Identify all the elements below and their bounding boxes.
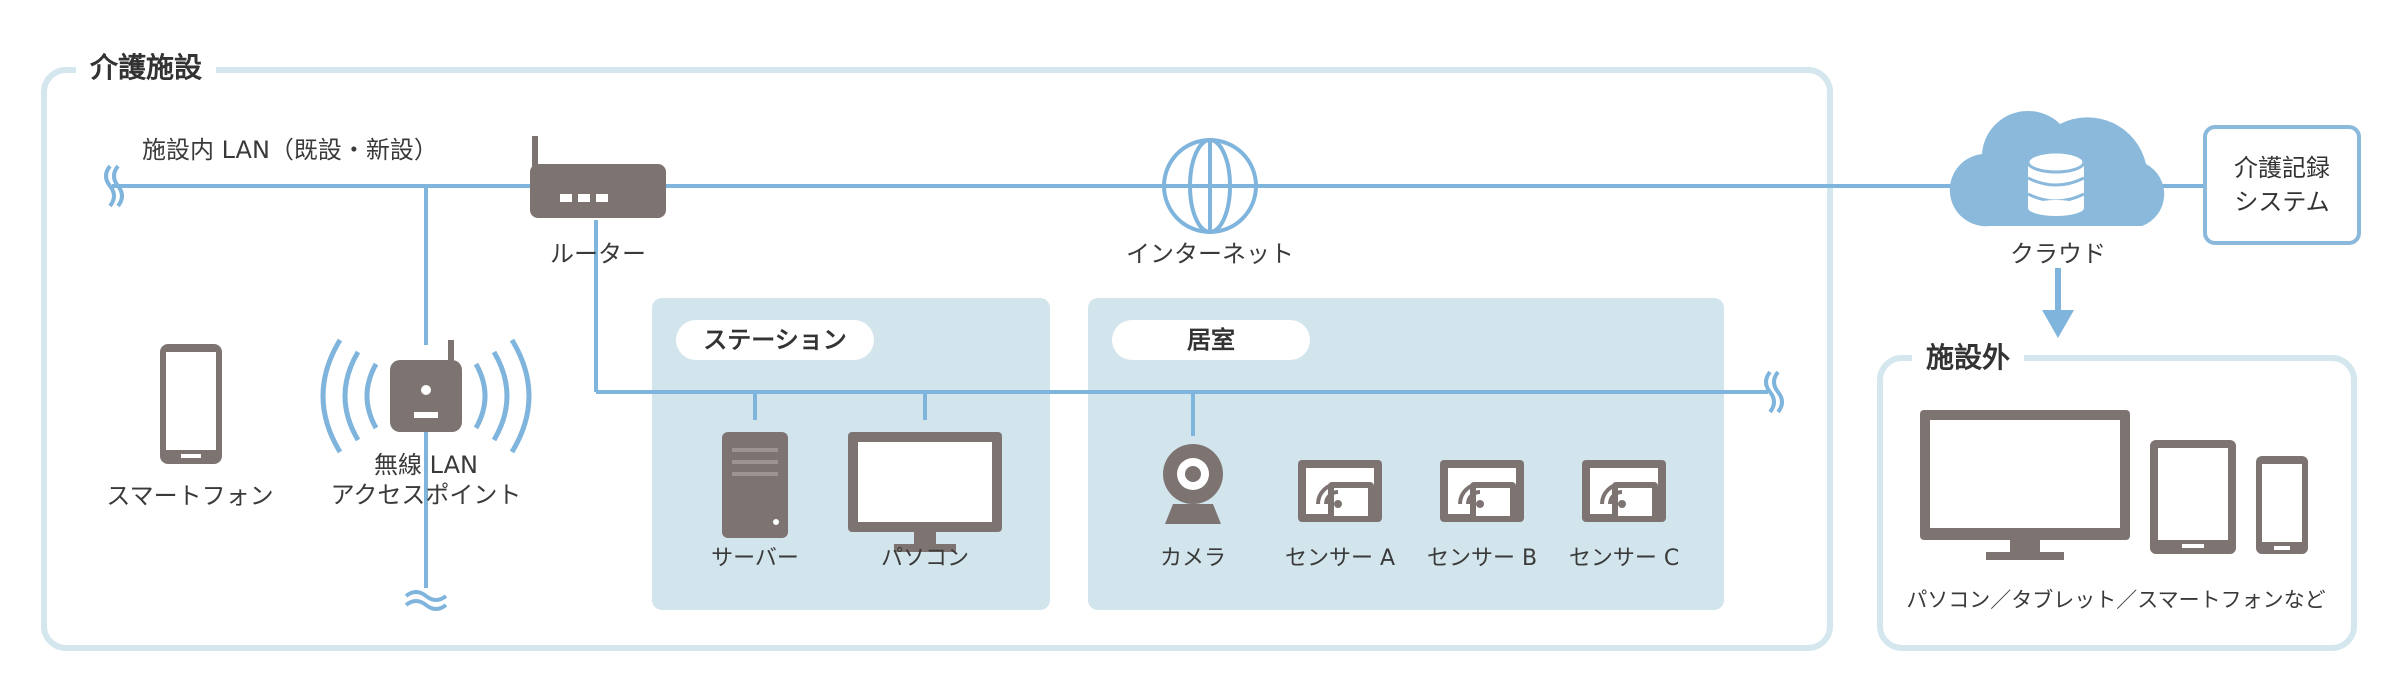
room-panel <box>1088 298 1724 610</box>
internet-label: インターネット <box>1126 240 1294 268</box>
access-point-icon <box>320 338 532 454</box>
pc-label: パソコン <box>880 546 970 571</box>
camera-label: カメラ <box>1159 546 1227 571</box>
smartphone-label: スマートフォン <box>106 482 274 510</box>
webcam-icon <box>1163 444 1223 524</box>
wave-break-icon <box>404 590 448 602</box>
sensor-b-label: センサー B <box>1426 546 1538 571</box>
outside-devices-label: パソコン／タブレット／スマートフォンなど <box>1906 588 2326 612</box>
facility-frame <box>41 67 1833 651</box>
lan-label: 施設内 LAN（既設・新設） <box>142 136 438 164</box>
wlan-ap-label-line2: アクセスポイント <box>330 481 522 509</box>
arrow-down-icon <box>2042 268 2074 338</box>
sensor-icon <box>1440 460 1524 522</box>
server-label: サーバー <box>711 546 799 571</box>
wave-break-icon <box>1764 370 1776 414</box>
router-icon <box>530 136 666 218</box>
station-title: ステーション <box>676 320 874 360</box>
outside-title: 施設外 <box>1912 344 2025 372</box>
sensor-a-label: センサー A <box>1284 546 1396 571</box>
outside-frame <box>1877 355 2357 651</box>
monitor-icon <box>848 432 1002 552</box>
monitor-icon <box>1920 410 2130 560</box>
router-label: ルーター <box>550 240 646 268</box>
sensor-c-label: センサー C <box>1568 546 1680 571</box>
cloud-database-icon <box>1949 110 2165 227</box>
wlan-ap-label: 無線 LAN アクセスポイント <box>331 450 522 510</box>
record-system-line2: システム <box>2234 188 2330 216</box>
record-system-line1: 介護記録 <box>2234 154 2330 182</box>
sensor-icon <box>1298 460 1382 522</box>
wlan-ap-label-line1: 無線 LAN <box>374 451 478 479</box>
server-icon <box>722 432 788 538</box>
room-title: 居室 <box>1112 320 1310 360</box>
sensor-icon <box>1582 460 1666 522</box>
smartphone-icon <box>2256 456 2308 554</box>
smartphone-icon <box>160 344 222 464</box>
wave-break-icon <box>104 164 116 208</box>
cloud-label: クラウド <box>2010 240 2106 268</box>
facility-title: 介護施設 <box>76 54 217 82</box>
tablet-icon <box>2150 440 2236 554</box>
record-system-box: 介護記録 システム <box>2203 125 2361 245</box>
globe-icon <box>1162 138 1258 234</box>
